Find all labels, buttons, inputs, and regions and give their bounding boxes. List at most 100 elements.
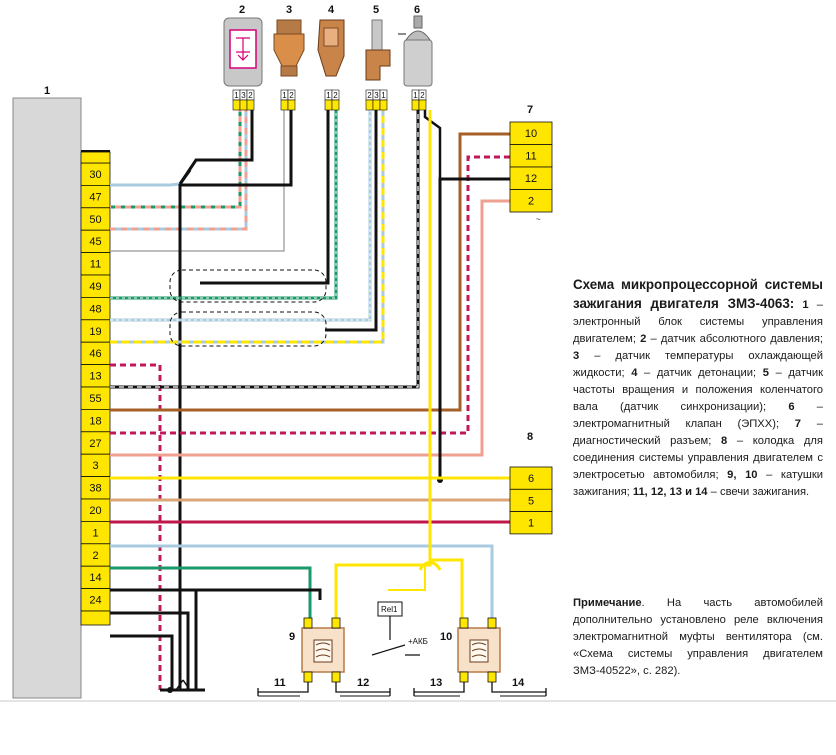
diag-pin-cell xyxy=(509,189,553,213)
knock-sensor-label: 4 xyxy=(328,4,335,16)
sensor-pin-s4-1: 1 xyxy=(326,91,331,100)
caption-item-number: 6 xyxy=(788,401,795,413)
sensor-pin-s5-3: 3 xyxy=(374,91,379,100)
ecu-pin-45: 45 xyxy=(89,236,101,248)
ecu-pin-46: 46 xyxy=(89,348,101,360)
diag-connector-label: 7 xyxy=(527,104,533,116)
ecu-pin-27: 27 xyxy=(89,438,101,450)
epxx-valve xyxy=(398,15,433,87)
wire-13 xyxy=(110,132,510,412)
relay-label: Rel1 xyxy=(381,605,398,614)
coolant-sensor-label: 3 xyxy=(286,4,292,16)
ecu-pin-11: 11 xyxy=(90,259,101,271)
ecu-pin-47: 47 xyxy=(89,191,101,203)
caption-items: 1 – электронный блок системы управления … xyxy=(573,299,823,498)
sensor-pin-s5-2: 2 xyxy=(367,91,372,100)
diag-connector: 10 11 12 2 xyxy=(509,121,553,213)
ecu-pin-38: 38 xyxy=(89,483,101,495)
sensor-pin-s2-2: 2 xyxy=(248,91,253,100)
epxx-valve-label: 6 xyxy=(414,4,420,16)
caption-item-text: – электронный блок системы управления дв… xyxy=(573,299,823,345)
block-pin-5: 5 xyxy=(528,495,534,507)
diag-pin-12: 12 xyxy=(525,173,537,185)
ecu-label: 1 xyxy=(44,85,50,97)
wire-46 xyxy=(110,110,420,389)
wire-20 xyxy=(110,544,494,628)
ecu-pin-3: 3 xyxy=(92,460,98,472)
spark-label-11: 11 xyxy=(274,677,286,689)
ecu-pin-13: 13 xyxy=(89,371,101,383)
diag-pin-2: 2 xyxy=(528,196,534,208)
wire-19 xyxy=(110,363,162,690)
coil-10 xyxy=(457,617,501,683)
note-text: . На часть автомобилей дополнительно уст… xyxy=(573,597,823,677)
crank-sensor xyxy=(365,19,391,81)
diag-pin-10: 10 xyxy=(525,128,537,140)
sensor-pin-s3-1: 1 xyxy=(282,91,287,100)
caption-item-text: – электромагнитный клапан (ЭПХХ); xyxy=(573,401,823,430)
shield-knock xyxy=(169,269,327,303)
caption-item-number: 5 xyxy=(762,367,769,379)
diagram-caption: Схема микропроцессорной системы зажигани… xyxy=(573,276,823,501)
caption-item-text: – свечи зажигания. xyxy=(707,486,810,498)
spark-label-13: 13 xyxy=(430,677,442,689)
ecu-pin-14: 14 xyxy=(89,572,101,584)
sensor-pin-s6-1: 1 xyxy=(413,91,418,100)
crank-sensor-label: 5 xyxy=(373,4,379,16)
ecu-pin-1: 1 xyxy=(92,527,98,539)
ecu-pin-18: 18 xyxy=(89,415,101,427)
coil-9 xyxy=(301,617,345,683)
sensor-pin-s2-1: 1 xyxy=(234,91,239,100)
caption-item-number: 9, 10 xyxy=(727,469,758,481)
sensor-pin-s2-3: 3 xyxy=(241,91,246,100)
spark-label-12: 12 xyxy=(357,677,369,689)
diag-pin-11: 11 xyxy=(525,151,536,163)
sensor-pin-s3-2: 2 xyxy=(289,91,294,100)
caption-item-number: 7 xyxy=(794,418,802,430)
wire-18 xyxy=(110,199,510,457)
sensor-pin-s5-1: 1 xyxy=(381,91,386,100)
ecu-pin-20: 20 xyxy=(89,505,101,517)
wire-14 xyxy=(110,611,190,690)
spark-label-14: 14 xyxy=(512,677,525,689)
caption-item-text: – датчик детонации; xyxy=(637,367,763,379)
wire-1 xyxy=(110,566,312,628)
block-pin-cell xyxy=(509,511,553,535)
caption-item-text: – датчик частоты вращения и положения ко… xyxy=(573,367,823,413)
coolant-sensor xyxy=(273,19,305,77)
diag-connector-mark: ~ xyxy=(536,215,541,224)
ecu-pin-48: 48 xyxy=(89,303,101,315)
sensor-pin-s4-2: 2 xyxy=(333,91,338,100)
caption-item-text: – колодка для соединения системы управле… xyxy=(573,435,823,481)
knock-sensor xyxy=(317,19,345,77)
caption-item-number: 8 xyxy=(720,435,728,447)
coil-10-label: 10 xyxy=(440,631,452,643)
ecu-pin-50: 50 xyxy=(89,214,101,226)
caption-item-number: 1 xyxy=(802,299,809,311)
block-pin-6: 6 xyxy=(528,473,534,485)
wire-24 xyxy=(110,634,174,690)
wire-45 xyxy=(110,110,285,252)
spark-leads xyxy=(257,682,547,696)
ecu-pin-49: 49 xyxy=(89,281,101,293)
wire-30 xyxy=(110,182,181,187)
ecu-pin-55: 55 xyxy=(89,393,101,405)
battery-label: +АКБ xyxy=(408,637,428,646)
wire-55 xyxy=(110,155,510,435)
ecu-pin-19: 19 xyxy=(89,326,101,338)
caption-item-number: 11, 12, 13 и 14 xyxy=(632,486,708,498)
caption-item-text: – диагностический разъем; xyxy=(573,418,823,447)
note: Примечание. На часть автомобилей дополни… xyxy=(573,595,823,680)
map-sensor-label: 2 xyxy=(239,4,245,16)
caption-item-text: – датчик абсолютного давления; xyxy=(646,333,823,345)
caption-item-number: 4 xyxy=(631,367,638,379)
sensor-pin-s6-2: 2 xyxy=(420,91,425,100)
harness-block: 651 xyxy=(509,466,553,535)
note-label: Примечание xyxy=(573,597,642,609)
ecu-pin-2: 2 xyxy=(92,550,98,562)
ecu-pin-30: 30 xyxy=(89,169,101,181)
caption-item-text: – катушки зажигания; xyxy=(573,469,823,498)
